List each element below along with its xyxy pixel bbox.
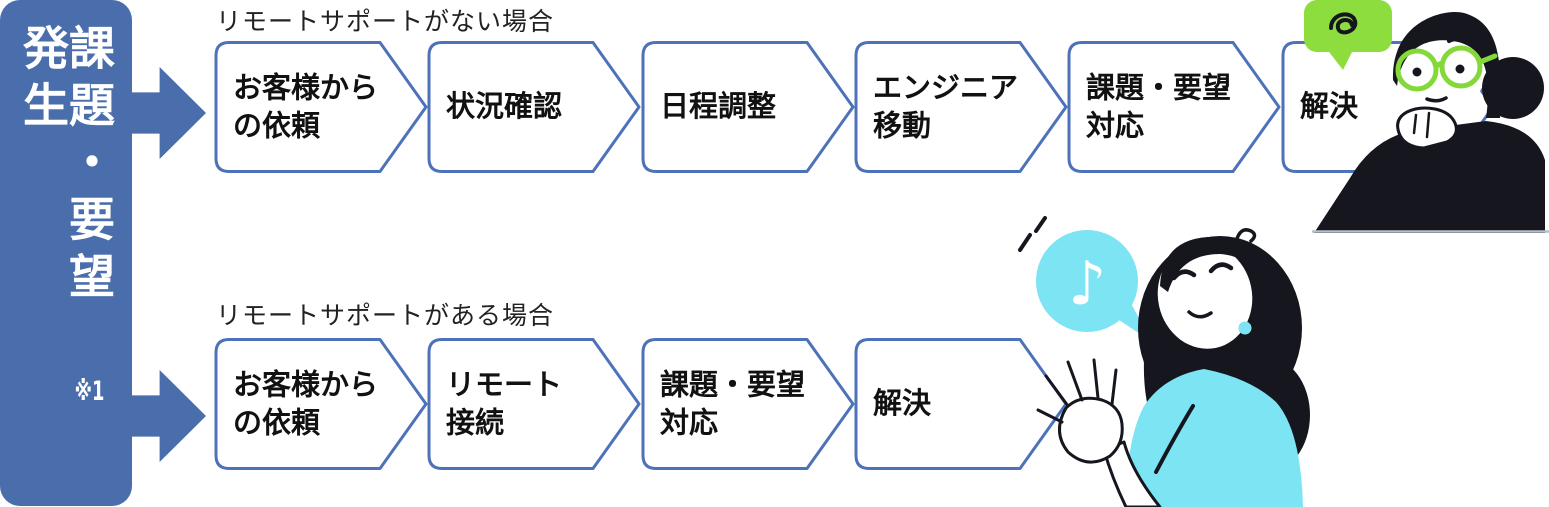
flow-arrow-top [126, 66, 206, 160]
eye [1455, 64, 1465, 74]
chevron-shape [427, 41, 641, 173]
happy-person-illustration: ♪ [1018, 216, 1310, 507]
step-label: お客様から の依頼 [233, 70, 379, 142]
step-label: 課題・要望 対応 [1086, 70, 1232, 142]
banner-title-top: 課題・要望 [62, 24, 116, 309]
step-label: リモート 接続 [446, 367, 563, 439]
hair-curl [1234, 228, 1257, 244]
step-label: 解決 [873, 386, 932, 421]
flow-step: お客様から の依頼 [213, 337, 429, 471]
step-label: 解決 [1300, 89, 1359, 124]
issue-banner-text: 課題・要望 ※1 発生 [16, 0, 116, 506]
glasses-icon [1395, 45, 1498, 92]
eye [1412, 67, 1422, 77]
collar-line [1154, 404, 1195, 474]
chevron-shape [854, 41, 1068, 173]
chevron-shape [641, 41, 855, 173]
earring [1238, 321, 1252, 335]
smile [1187, 310, 1213, 319]
chevron-shape [427, 338, 641, 470]
music-note-icon: ♪ [1068, 249, 1106, 319]
torso [1126, 369, 1303, 507]
emphasis-lines [1018, 216, 1047, 252]
flow-step: 状況確認 [426, 40, 642, 174]
fingers [1036, 358, 1118, 424]
flow-step: エンジニア 移動 [853, 40, 1069, 174]
banner-title-bottom: 発生 [16, 24, 70, 138]
flow-step: お客様から の依頼 [213, 40, 429, 174]
row-label-remote: リモートサポートがある場合 [216, 301, 555, 330]
flow-step: リモート 接続 [426, 337, 642, 471]
flow-step: 日程調整 [640, 40, 856, 174]
banner-footnote: ※1 [74, 378, 105, 405]
row-label-no-remote: リモートサポートがない場合 [216, 7, 555, 36]
closed-eyes [1171, 262, 1234, 281]
eyebrows [1401, 36, 1473, 47]
torso [1314, 121, 1545, 233]
flow-arrow-bottom [126, 369, 206, 463]
issue-banner: 課題・要望 ※1 発生 [0, 0, 132, 506]
confusion-speech-bubble [1304, 0, 1392, 70]
chevron-shape [214, 41, 428, 173]
step-label: 日程調整 [660, 89, 777, 124]
step-label: 課題・要望 対応 [660, 367, 806, 439]
mouth [1425, 96, 1448, 103]
chevron-shape [641, 338, 855, 470]
flow-step: 課題・要望 対応 [1066, 40, 1282, 174]
step-label: お客様から の依頼 [233, 367, 379, 439]
open-hand [1058, 396, 1124, 464]
chevron-shape [214, 338, 428, 470]
step-label: エンジニア 移動 [873, 70, 1019, 142]
flow-step: 解決 [853, 337, 1069, 471]
chevron-shape [854, 338, 1068, 470]
chevron-shape [1067, 41, 1281, 173]
flow-step: 課題・要望 対応 [640, 337, 856, 471]
scribble-icon [1329, 12, 1358, 35]
step-label: 状況確認 [446, 89, 563, 124]
thinking-person-illustration [1304, 0, 1549, 233]
music-speech-bubble: ♪ [1036, 230, 1152, 342]
